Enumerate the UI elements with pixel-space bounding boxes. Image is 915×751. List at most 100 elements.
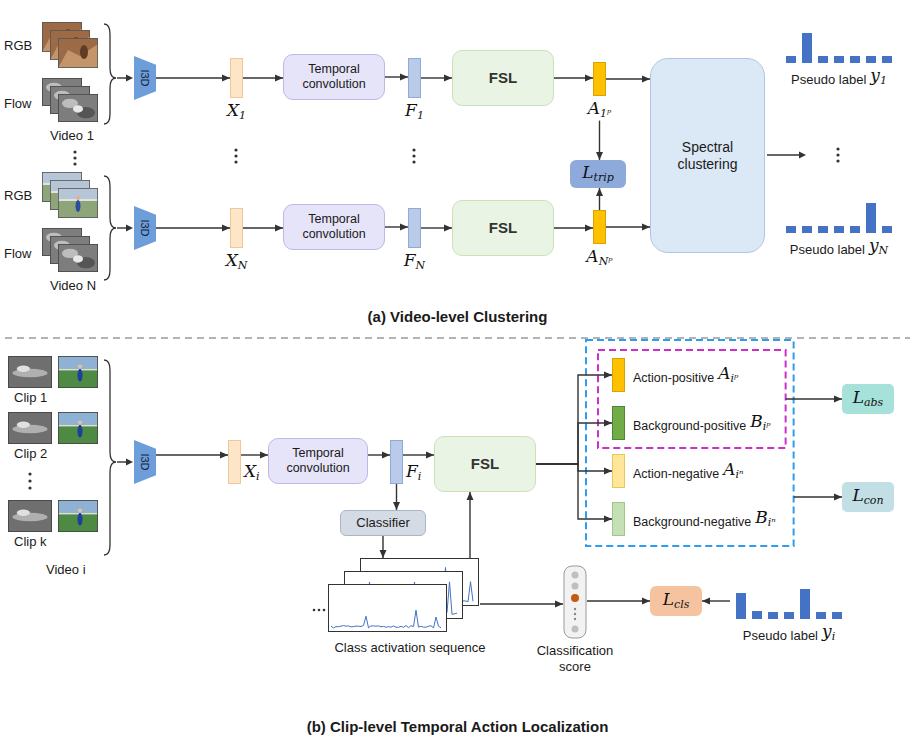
side-label: Flow — [4, 96, 31, 111]
histogram-bar — [850, 56, 860, 63]
dot — [836, 153, 839, 156]
side-label: Video 1 — [50, 128, 94, 143]
score-frame — [564, 566, 586, 638]
arrow-head — [604, 468, 612, 475]
connector — [380, 536, 387, 558]
feature-node: F1 — [399, 58, 431, 123]
arrow-head — [585, 225, 593, 232]
arrow-head — [467, 492, 474, 500]
connector — [702, 598, 730, 605]
score-dot — [572, 626, 579, 633]
activation-panel — [329, 585, 447, 632]
clip-rgb — [58, 500, 98, 532]
math-label: Lcon — [852, 486, 883, 508]
feature-node: Action-negativeAiⁿ — [612, 454, 743, 488]
bar-label: ANᵖ — [586, 247, 612, 269]
process-box: Lcls — [650, 586, 702, 616]
histogram-bar — [866, 203, 876, 233]
connector — [241, 452, 268, 459]
feature-bar — [612, 454, 625, 488]
dot — [313, 609, 316, 612]
flow-frame — [58, 244, 98, 272]
connector-line — [536, 464, 612, 471]
label-text: Pseudo label — [743, 628, 818, 643]
encoder-label: I3D — [139, 453, 151, 470]
side-label: Clip k — [14, 534, 47, 549]
connector — [536, 464, 612, 523]
rgb-frame — [58, 188, 98, 218]
process-box: FSL — [452, 200, 554, 256]
math-label: Biⁿ — [755, 508, 775, 530]
histogram-bar — [818, 226, 828, 233]
process-box: Temporal convolution — [268, 438, 368, 484]
arrow-head — [260, 452, 268, 459]
connector — [606, 76, 650, 83]
arrow-head — [126, 75, 133, 82]
math-label: Xi — [244, 462, 260, 484]
histogram-bar — [834, 56, 844, 63]
bar-label: FN — [404, 251, 425, 273]
dot — [73, 162, 76, 165]
histogram-bar — [882, 56, 892, 63]
dot — [234, 160, 237, 163]
dashed-group — [586, 340, 794, 546]
label-text: FSL — [471, 455, 499, 473]
math-label: Biᵖ — [750, 412, 770, 434]
encoder-block: I3D — [134, 206, 156, 250]
process-box: FSL — [452, 50, 554, 106]
side-label: Clip 2 — [14, 446, 47, 461]
score-dot — [574, 618, 576, 620]
clip-flow — [8, 356, 52, 388]
connector-line — [156, 77, 230, 78]
arrow-head — [444, 225, 452, 232]
clip-rgb — [58, 356, 98, 388]
feature-bar — [593, 62, 606, 96]
arrow-head — [393, 502, 400, 510]
activation-plot: Class activation sequence — [310, 558, 510, 655]
math-label: Fi — [406, 462, 421, 484]
dot — [28, 486, 31, 489]
histogram-caption: Pseudo labelyi — [730, 622, 848, 644]
arrow-head — [382, 452, 390, 459]
arrow-head — [222, 75, 230, 82]
activation-curve — [331, 610, 441, 628]
arrow-line — [767, 154, 800, 155]
side-label: RGB — [4, 188, 32, 203]
label-text: Temporal convolution — [290, 62, 378, 92]
brace — [104, 176, 116, 280]
dot — [28, 472, 31, 475]
bar-label: Background-positiveBiᵖ — [633, 412, 771, 434]
connector — [596, 188, 603, 210]
clip-flow — [8, 500, 52, 532]
label-text: Temporal convolution — [290, 212, 378, 242]
connector — [421, 75, 452, 82]
dot — [73, 150, 76, 153]
connector — [536, 464, 612, 475]
histogram-bar — [786, 226, 796, 233]
dot — [73, 156, 76, 159]
label-text: Background-negative — [633, 515, 751, 529]
pseudo-label: Pseudo labelyN — [780, 188, 898, 258]
process-box: Lcon — [842, 482, 894, 512]
pseudo-label: Pseudo labelyi — [730, 574, 848, 644]
histogram-bar — [818, 56, 828, 63]
connector — [554, 75, 593, 82]
connector — [156, 225, 230, 232]
arrow-head — [585, 75, 593, 82]
histogram-bar — [800, 589, 810, 619]
feature-node: XN — [221, 208, 253, 273]
score-column — [563, 565, 587, 639]
arrow-head — [380, 550, 387, 558]
connector-line — [536, 375, 612, 464]
arrow-head — [834, 494, 842, 501]
dot — [318, 609, 321, 612]
connector — [596, 121, 603, 160]
arrow-head — [642, 76, 650, 83]
encoder-block: I3D — [134, 440, 156, 484]
side-label: Clip 1 — [14, 390, 47, 405]
arrow-head — [275, 225, 283, 232]
arrow-head — [126, 225, 133, 232]
bar-label: Background-negative Biⁿ — [633, 508, 776, 530]
math-label: XN — [226, 251, 248, 273]
feature-node: FN — [399, 208, 431, 273]
